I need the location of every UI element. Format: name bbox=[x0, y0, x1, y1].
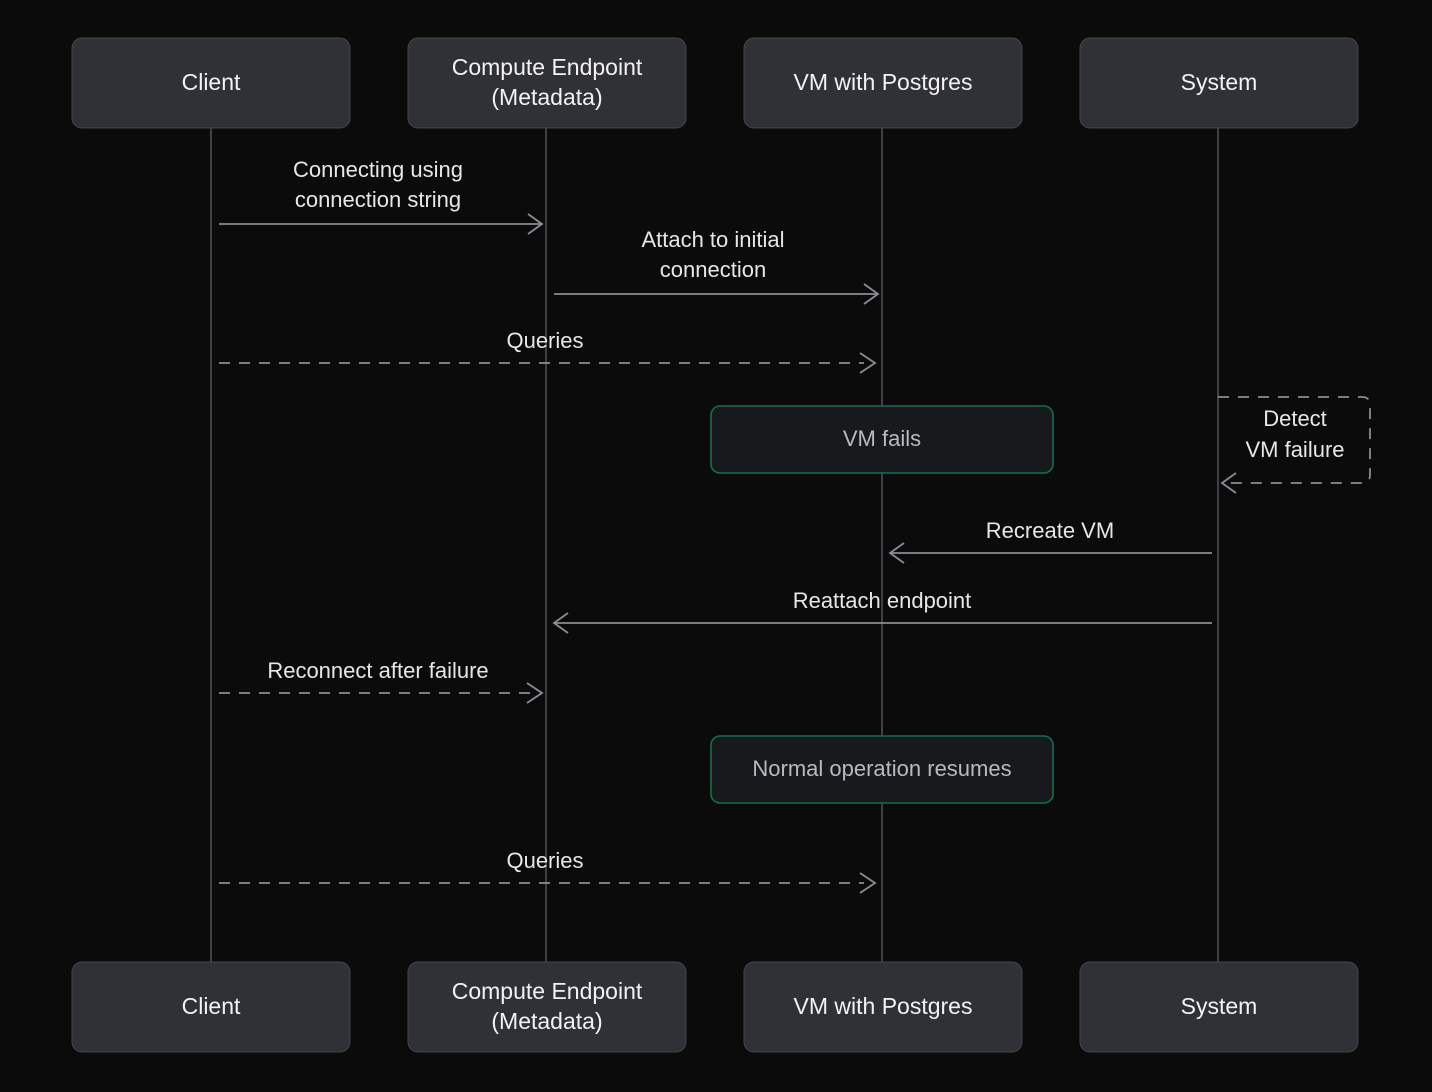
message-reattach-endpoint[interactable]: Reattach endpoint bbox=[552, 588, 1212, 634]
message-label-detect-line1: Detect bbox=[1263, 406, 1327, 431]
participant-label-vm-postgres-top: VM with Postgres bbox=[794, 69, 973, 95]
arrow-head-queries-first bbox=[859, 352, 877, 374]
participant-vm-postgres-bottom[interactable]: VM with Postgres bbox=[743, 961, 1023, 1053]
participant-system-bottom[interactable]: System bbox=[1079, 961, 1359, 1053]
message-label-detect-line2: VM failure bbox=[1245, 437, 1344, 462]
participant-vm-postgres-top[interactable]: VM with Postgres bbox=[743, 37, 1023, 129]
participant-compute-endpoint-top[interactable]: Compute Endpoint (Metadata) bbox=[407, 37, 687, 129]
message-label-attach-line1: Attach to initial bbox=[641, 227, 784, 252]
arrow-head-attach bbox=[863, 283, 880, 305]
participant-label-system-top: System bbox=[1181, 69, 1258, 95]
message-label-reconnect-after-failure: Reconnect after failure bbox=[267, 658, 488, 683]
message-label-attach-line2: connection bbox=[660, 257, 766, 282]
arrow-head-reconnect-after-failure bbox=[526, 682, 544, 704]
participant-box-vm-postgres-top[interactable] bbox=[743, 37, 1023, 129]
participant-label-client-bottom: Client bbox=[182, 993, 241, 1019]
message-label-queries-first: Queries bbox=[506, 328, 583, 353]
message-label-recreate-vm: Recreate VM bbox=[986, 518, 1114, 543]
message-label-reattach-endpoint: Reattach endpoint bbox=[793, 588, 972, 613]
participant-box-compute-endpoint-top[interactable] bbox=[407, 37, 687, 129]
message-reconnect-after-failure[interactable]: Reconnect after failure bbox=[219, 658, 544, 704]
participant-box-system-bottom[interactable] bbox=[1079, 961, 1359, 1053]
participant-label-compute-endpoint-bottom-line1: Compute Endpoint bbox=[452, 978, 643, 1004]
participant-client-bottom[interactable]: Client bbox=[71, 961, 351, 1053]
participant-box-client-top[interactable] bbox=[71, 37, 351, 129]
note-label-vm-fails: VM fails bbox=[843, 426, 921, 451]
message-attach-to-initial-connection[interactable]: Attach to initial connection bbox=[554, 227, 880, 305]
participant-box-compute-endpoint-bottom[interactable] bbox=[407, 961, 687, 1053]
message-line-detect-vm-failure bbox=[1218, 396, 1371, 484]
arrow-head-connecting bbox=[527, 213, 544, 235]
participant-client-top[interactable]: Client bbox=[71, 37, 351, 129]
message-label-queries-second: Queries bbox=[506, 848, 583, 873]
participant-label-compute-endpoint-top-line1: Compute Endpoint bbox=[452, 54, 643, 80]
message-connecting-using-connection-string[interactable]: Connecting using connection string bbox=[219, 157, 544, 235]
note-vm-fails[interactable]: VM fails bbox=[710, 405, 1054, 474]
participant-label-client-top: Client bbox=[182, 69, 241, 95]
arrow-head-recreate-vm bbox=[888, 542, 905, 564]
note-box-normal-operation-resumes[interactable] bbox=[710, 735, 1054, 804]
participants-bottom: Client Compute Endpoint (Metadata) VM wi… bbox=[71, 961, 1359, 1053]
participants-top: Client Compute Endpoint (Metadata) VM wi… bbox=[71, 37, 1359, 129]
arrow-head-reattach-endpoint bbox=[552, 612, 569, 634]
note-label-normal-operation-resumes: Normal operation resumes bbox=[752, 756, 1011, 781]
participant-label-compute-endpoint-top-line2: (Metadata) bbox=[491, 84, 602, 110]
participant-label-vm-postgres-bottom: VM with Postgres bbox=[794, 993, 973, 1019]
note-normal-operation-resumes[interactable]: Normal operation resumes bbox=[710, 735, 1054, 804]
arrow-head-detect-vm-failure bbox=[1220, 472, 1237, 494]
participant-box-system-top[interactable] bbox=[1079, 37, 1359, 129]
message-queries-second[interactable]: Queries bbox=[219, 848, 877, 894]
message-queries-first[interactable]: Queries bbox=[219, 328, 877, 374]
lifelines bbox=[210, 128, 1219, 962]
note-box-vm-fails[interactable] bbox=[710, 405, 1054, 474]
participant-label-system-bottom: System bbox=[1181, 993, 1258, 1019]
participant-box-client-bottom[interactable] bbox=[71, 961, 351, 1053]
message-detect-vm-failure[interactable]: Detect VM failure bbox=[1218, 396, 1371, 494]
participant-system-top[interactable]: System bbox=[1079, 37, 1359, 129]
participant-label-compute-endpoint-bottom-line2: (Metadata) bbox=[491, 1008, 602, 1034]
participant-compute-endpoint-bottom[interactable]: Compute Endpoint (Metadata) bbox=[407, 961, 687, 1053]
message-label-connecting-line1: Connecting using bbox=[293, 157, 463, 182]
message-recreate-vm[interactable]: Recreate VM bbox=[888, 518, 1212, 564]
arrow-head-queries-second bbox=[859, 872, 877, 894]
message-label-connecting-line2: connection string bbox=[295, 187, 461, 212]
participant-box-vm-postgres-bottom[interactable] bbox=[743, 961, 1023, 1053]
